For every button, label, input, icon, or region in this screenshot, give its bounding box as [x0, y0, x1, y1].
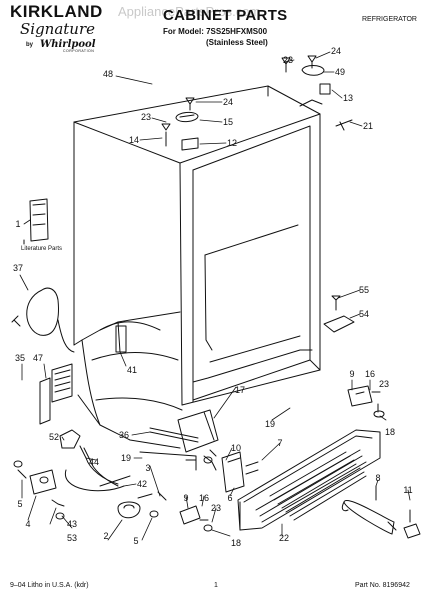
callout-3: 3 [145, 463, 151, 473]
literature-parts [23, 198, 49, 245]
brand-script: Signature [20, 20, 96, 38]
callout-49: 49 [334, 67, 346, 77]
model-line: For Model: 7SS25HFXMS00 [163, 27, 268, 36]
left-roller-assembly [13, 460, 65, 520]
watermark: AppliancePartsPros.com [118, 4, 261, 19]
callout-23: 23 [140, 112, 152, 122]
by-text: by [26, 42, 34, 48]
power-cord [11, 287, 75, 353]
callout-15: 15 [222, 117, 234, 127]
callout-10: 10 [230, 443, 242, 453]
callout-2: 2 [103, 531, 109, 541]
callout-9: 9 [183, 493, 189, 503]
center-roller-assembly [117, 491, 167, 519]
callout-52: 52 [48, 432, 60, 442]
callout-23: 23 [210, 503, 222, 513]
callout-41: 41 [126, 365, 138, 375]
callout-19: 19 [264, 419, 276, 429]
right-roller-bracket [347, 385, 385, 418]
callout-7: 7 [277, 438, 283, 448]
callout-35: 35 [14, 353, 26, 363]
callout-54: 54 [358, 309, 370, 319]
callout-14: 14 [128, 135, 140, 145]
footer-print-info: 9–04 Litho in U.S.A. (kdr) [10, 582, 89, 589]
leveler-parts [323, 295, 355, 333]
callout-5: 5 [133, 536, 139, 546]
toe-grille [237, 429, 381, 531]
front-bracket [221, 451, 259, 493]
callout-6: 6 [227, 493, 233, 503]
callout-43: 43 [66, 519, 78, 529]
callout-23: 23 [378, 379, 390, 389]
part-number: Part No. 8196942 [355, 582, 410, 589]
callout-24: 24 [222, 97, 234, 107]
drain-tube [139, 427, 199, 471]
callout-53: 53 [66, 533, 78, 543]
callout-48: 48 [102, 69, 114, 79]
callout-13: 13 [342, 93, 354, 103]
callout-55: 55 [358, 285, 370, 295]
condenser-motor [341, 485, 397, 535]
machine-compartment [39, 311, 183, 449]
leader-lines [19, 51, 411, 541]
callout-44: 44 [88, 457, 100, 467]
partner-sub: CORPORATION [63, 49, 95, 53]
callout-18: 18 [230, 538, 242, 548]
literature-label: Literature Parts [21, 246, 63, 252]
callout-23: 23 [282, 55, 294, 65]
callout-5: 5 [17, 499, 23, 509]
page-number: 1 [214, 582, 218, 589]
callout-4: 4 [25, 519, 31, 529]
model-sub: (Stainless Steel) [206, 38, 268, 47]
callout-18: 18 [384, 427, 396, 437]
callout-11: 11 [403, 485, 413, 495]
callout-22: 22 [278, 533, 290, 543]
callout-24: 24 [330, 46, 342, 56]
callout-21: 21 [362, 121, 374, 131]
callout-16: 16 [198, 493, 210, 503]
callout-37: 37 [12, 263, 24, 273]
cap-nut [403, 509, 421, 539]
callout-36: 36 [118, 430, 130, 440]
condenser-fan [177, 409, 219, 471]
callout-17: 17 [234, 385, 246, 395]
category-label: REFRIGERATOR [362, 16, 417, 23]
cabinet-shell [73, 85, 323, 406]
callout-16: 16 [364, 369, 376, 379]
top-hinge-parts [161, 55, 353, 151]
page-title: CABINET PARTS [163, 7, 288, 24]
brand-logo: KIRKLAND [10, 2, 103, 21]
callout-12: 12 [226, 138, 238, 148]
callout-47: 47 [32, 353, 44, 363]
partner-logo: Whirlpool [40, 39, 96, 50]
callout-19: 19 [120, 453, 132, 463]
callout-9: 9 [349, 369, 355, 379]
callout-1: 1 [15, 219, 21, 229]
callout-42: 42 [136, 479, 148, 489]
callout-8: 8 [375, 473, 381, 483]
lower-bracket [179, 505, 213, 532]
